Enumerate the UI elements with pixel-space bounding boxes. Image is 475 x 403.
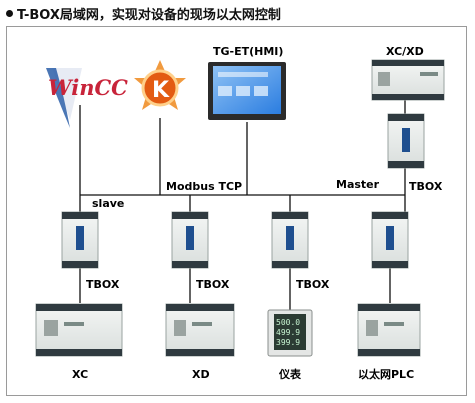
xd-plc-device bbox=[165, 303, 235, 357]
tbox-label-1: TBOX bbox=[86, 278, 120, 291]
wincc-text: WinCC bbox=[48, 75, 128, 100]
slave-label: slave bbox=[92, 197, 124, 210]
kingview-logo: K bbox=[134, 60, 186, 110]
kingview-text: K bbox=[152, 78, 170, 103]
tbox-unit-3 bbox=[271, 211, 309, 269]
tbox-label-3: TBOX bbox=[296, 278, 330, 291]
bus-label: Modbus TCP bbox=[166, 180, 242, 193]
tbox-unit-4 bbox=[371, 211, 409, 269]
hmi-label: TG-ET(HMI) bbox=[213, 45, 283, 58]
bullet-dot bbox=[6, 10, 13, 17]
meter-device: 500.0 499.9 399.9 bbox=[267, 309, 313, 357]
xc-plc-device bbox=[35, 303, 123, 357]
device-label-meter: 仪表 bbox=[278, 367, 302, 381]
master-tbox-label: TBOX bbox=[409, 180, 443, 193]
xcxd-label: XC/XD bbox=[386, 45, 424, 58]
diagram-frame bbox=[6, 26, 467, 396]
tbox-label-2: TBOX bbox=[196, 278, 230, 291]
tbox-unit-2 bbox=[171, 211, 209, 269]
meter-reading-2: 499.9 bbox=[276, 328, 300, 337]
wincc-logo: WinCC bbox=[46, 68, 128, 128]
ethernet-plc-device bbox=[357, 303, 421, 357]
meter-reading-3: 399.9 bbox=[276, 338, 300, 347]
master-label: Master bbox=[336, 178, 380, 191]
device-label-xd: XD bbox=[192, 368, 210, 381]
page-title: T-BOX局域网，实现对设备的现场以太网控制 bbox=[6, 4, 281, 23]
meter-reading-1: 500.0 bbox=[276, 318, 300, 327]
title-text: T-BOX局域网，实现对设备的现场以太网控制 bbox=[17, 8, 281, 23]
network-lines bbox=[79, 100, 406, 310]
xcxd-plc bbox=[371, 59, 445, 101]
hmi-device bbox=[208, 62, 286, 120]
tbox-unit-1 bbox=[61, 211, 99, 269]
master-tbox bbox=[387, 113, 425, 169]
device-label-xc: XC bbox=[72, 368, 88, 381]
device-label-ethernet-plc: 以太网PLC bbox=[358, 367, 414, 381]
